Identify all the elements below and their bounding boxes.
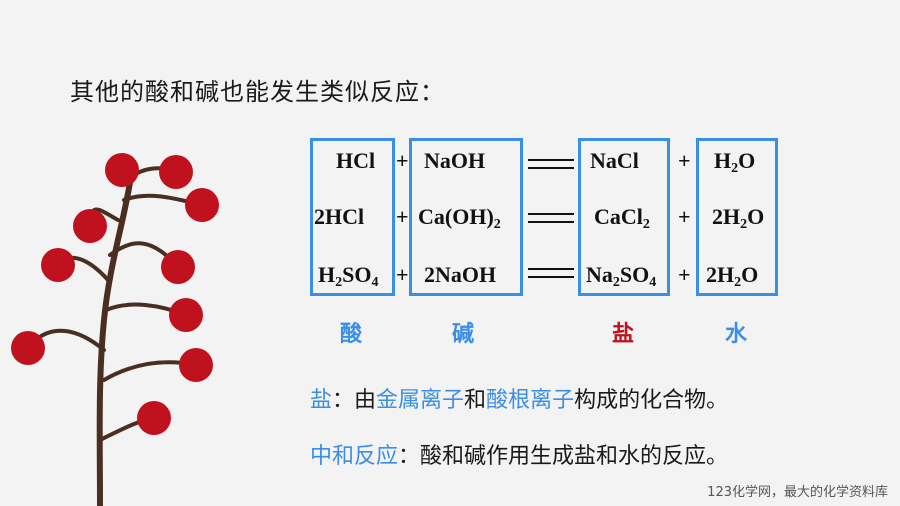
salt-column-box — [578, 138, 670, 296]
berry — [73, 209, 107, 243]
equation-2-acid: 2HCl — [314, 204, 365, 229]
equals-sign — [528, 159, 574, 169]
equals-sign — [528, 213, 574, 223]
berry — [169, 298, 203, 332]
label-salt: 盐 — [612, 322, 635, 347]
equals-sign — [528, 268, 574, 278]
equation-2-salt: CaCl2 — [594, 204, 650, 232]
equation-3-water: 2H2O — [706, 262, 759, 290]
berry — [105, 153, 139, 187]
label-base: 碱 — [452, 322, 475, 347]
water-column-box — [696, 138, 778, 296]
plus-sign: + — [678, 148, 691, 173]
plus-sign: + — [396, 148, 409, 173]
plus-sign: + — [678, 262, 691, 287]
equation-3-acid: H2SO4 — [318, 262, 379, 290]
salt-definition: 盐：由金属离子和酸根离子构成的化合物。 — [310, 388, 729, 413]
equation-1-salt: NaCl — [590, 148, 639, 173]
footer-watermark: 123化学网，最大的化学资料库 — [707, 485, 888, 500]
berry — [159, 155, 193, 189]
slide-heading: 其他的酸和碱也能发生类似反应： — [70, 78, 445, 106]
acid-radical-term: 酸根离子 — [486, 388, 575, 413]
berry — [137, 401, 171, 435]
equation-1-water: H2O — [714, 148, 756, 176]
berry — [41, 248, 75, 282]
equation-3-base: 2NaOH — [424, 262, 497, 287]
berry-branch-illustration — [11, 153, 219, 506]
acid-column-box — [310, 138, 395, 296]
equation-1-base: NaOH — [424, 148, 486, 173]
label-water: 水 — [725, 322, 748, 347]
berry — [161, 250, 195, 284]
plus-sign: + — [396, 262, 409, 287]
berry — [179, 348, 213, 382]
plus-sign: + — [678, 204, 691, 229]
neutralization-definition: 中和反应：酸和碱作用生成盐和水的反应。 — [310, 444, 729, 469]
berry — [11, 331, 45, 365]
metal-ion-term: 金属离子 — [376, 388, 465, 413]
label-acid: 酸 — [340, 322, 363, 347]
equation-2-water: 2H2O — [712, 204, 765, 232]
salt-term: 盐 — [310, 388, 333, 413]
equation-1-acid: HCl — [336, 148, 376, 173]
equation-2-base: Ca(OH)2 — [418, 204, 501, 232]
plus-sign: + — [396, 204, 409, 229]
equation-3-salt: Na2SO4 — [586, 262, 657, 290]
base-column-box — [409, 138, 523, 296]
berry — [185, 188, 219, 222]
neutralization-term: 中和反应 — [310, 444, 399, 469]
